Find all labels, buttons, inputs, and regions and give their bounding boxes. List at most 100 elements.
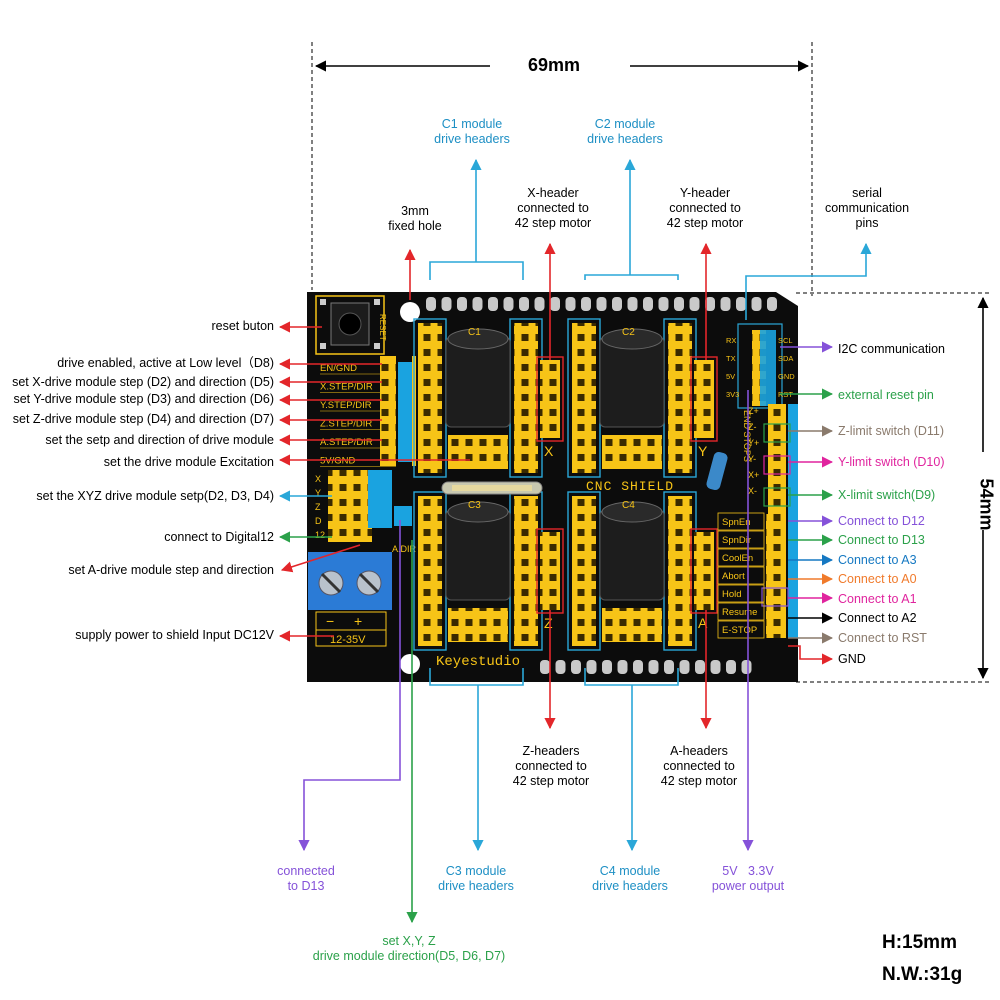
width-dimension: 69mm: [528, 55, 581, 75]
capacitor-top: [447, 328, 509, 350]
driver-slot-right-header: [668, 323, 692, 473]
xyz-pin-label: X: [315, 474, 321, 484]
excitation-jumpers: [602, 608, 662, 642]
left-pin-label: EN/GND: [320, 363, 357, 374]
bottom-pin: [617, 660, 628, 674]
reset-button[interactable]: [315, 295, 385, 355]
spec-weight: N.W.:31g: [882, 964, 963, 985]
xyz-pin-label: 12: [315, 530, 325, 540]
slot-label: C2: [622, 327, 635, 338]
mounting-hole-bottom: [400, 654, 420, 674]
serial-pin-label: RX: [726, 336, 736, 345]
label-a-step-dir-module: set the setp and direction of drive modu…: [45, 433, 274, 447]
label-connected-d13: connected to D13: [256, 864, 356, 894]
label-rst: Connect to RST: [838, 631, 927, 645]
power-terminal-block[interactable]: [308, 552, 392, 610]
label-drive-enabled: drive enabled, active at Low level（D8): [57, 356, 274, 370]
motor-header-pins: [540, 532, 560, 610]
control-pin-frame: [717, 602, 765, 621]
bottom-pin: [695, 660, 705, 674]
control-pin-label: Resume: [722, 607, 757, 618]
x-limit-box: [763, 487, 791, 507]
motor-header-pins: [540, 360, 560, 438]
driver-slot-left-header: [418, 496, 442, 646]
top-pin: [658, 297, 669, 311]
label-xyz-direction: set X,Y, Z drive module direction(D5, D6…: [294, 934, 524, 964]
label-ah-line3: 42 step motor: [660, 774, 738, 788]
left-pin-label: X.STEP/DIR: [320, 382, 373, 393]
serial-pin-label: TX: [726, 354, 736, 363]
bottom-pin: [710, 660, 721, 674]
label-yh-line3: 42 step motor: [666, 216, 744, 230]
top-pin: [767, 297, 777, 311]
control-pin-frame: [717, 620, 765, 639]
label-power-line2: power output: [711, 879, 785, 893]
motor-axis-label: A: [698, 615, 708, 631]
voltage-silkscreen: 12-35V: [330, 634, 366, 646]
left-jumper-blue: [398, 362, 412, 462]
label-c3-headers: C3 module drive headers: [424, 864, 528, 894]
label-i2c: I2C communication: [838, 342, 945, 356]
label-d13-line2: to D13: [287, 879, 325, 893]
left-pin-label: 5V/GND: [320, 456, 356, 467]
label-c3-line2: drive headers: [438, 879, 514, 893]
top-pin: [503, 297, 514, 311]
top-pin: [689, 297, 700, 311]
label-zh-line1: Z-headers: [522, 744, 580, 758]
label-yh-line1: Y-header: [679, 186, 731, 200]
slot-label: C1: [468, 327, 481, 338]
i2c-pins: [760, 330, 776, 406]
excitation-jumpers: [448, 608, 508, 642]
label-hole-line2: fixed hole: [388, 219, 442, 233]
label-d13-line1: connected: [277, 864, 335, 878]
label-d13: Connect to D13: [838, 533, 925, 547]
label-a-drive: set A-drive module step and direction: [68, 563, 274, 577]
top-pin: [720, 297, 731, 311]
capacitor-top: [601, 501, 663, 523]
bottom-pin: [555, 660, 566, 674]
excitation-jumpers: [448, 435, 508, 469]
bottom-pin: [679, 660, 690, 674]
endstop-pin-block: Z+Z-Y+Y-X+X-: [748, 404, 798, 516]
top-pin: [519, 297, 529, 311]
capacitor: [599, 336, 665, 428]
end-stops-silkscreen: END STOPS: [742, 410, 752, 462]
label-power-line1: 5V 3.3V: [722, 864, 774, 878]
i2c-pin-label: GND: [778, 372, 795, 381]
motor-axis-label: Y: [698, 443, 708, 459]
capacitor-top: [447, 501, 509, 523]
i2c-pin-label: SCL: [778, 336, 793, 345]
top-pin: [627, 297, 638, 311]
endstop-pin-label: Z-: [748, 422, 757, 432]
driver-slot-right-header: [514, 323, 538, 473]
xyz-pin-label: D: [315, 516, 322, 526]
serial-box: [737, 323, 783, 409]
z-limit-box: [763, 423, 791, 443]
reset-silkscreen: RESET: [378, 314, 387, 341]
label-c3-line1: C3 module: [445, 864, 507, 878]
label-y-header: Y-header connected to 42 step motor: [650, 186, 760, 231]
label-a1: Connect to A1: [838, 592, 917, 606]
motor-header: Y: [690, 356, 718, 459]
motor-header-pins: [694, 532, 714, 610]
label-zh-line3: 42 step motor: [512, 774, 590, 788]
top-pin: [736, 297, 746, 311]
bottom-pin: [540, 660, 550, 674]
capacitor: [445, 336, 511, 428]
capacitor-top: [601, 328, 663, 350]
endstop-gnd-pins: [788, 404, 798, 516]
bottom-pin: [633, 660, 643, 674]
label-c2-headers: C2 module drive headers: [573, 117, 677, 147]
label-y-limit: Y-limit switch (D10): [838, 455, 945, 469]
bottom-pin: [664, 660, 674, 674]
driver-slot-right-header: [668, 496, 692, 646]
top-pin: [488, 297, 498, 311]
control-gnd-pins: [788, 514, 798, 638]
top-pin: [612, 297, 622, 311]
label-ah-line2: connected to: [663, 759, 735, 773]
